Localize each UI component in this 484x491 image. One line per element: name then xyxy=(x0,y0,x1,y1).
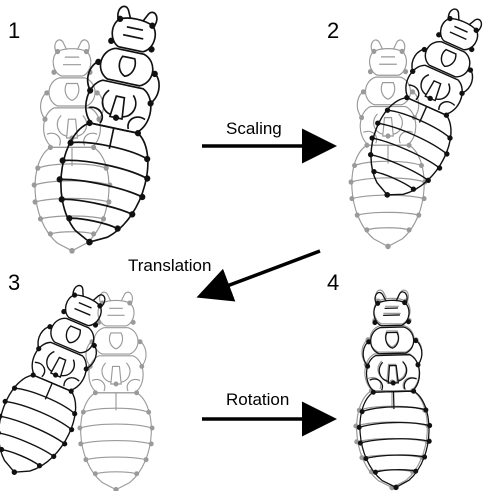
panel-number-1: 1 xyxy=(8,18,20,43)
reference-insect-outline xyxy=(32,40,112,253)
rotation-label: Rotation xyxy=(226,390,289,409)
reference-insect-outline xyxy=(78,292,154,491)
panel-1: 1 xyxy=(8,0,183,254)
translation-step: Translation xyxy=(128,251,320,295)
translation-label: Translation xyxy=(128,256,211,275)
rotation-step: Rotation xyxy=(202,390,330,419)
translation-arrow xyxy=(203,251,320,295)
panel-3: 3 xyxy=(0,270,154,491)
panel-number-2: 2 xyxy=(327,18,339,43)
panel-number-4: 4 xyxy=(327,270,339,295)
scaling-step: Scaling xyxy=(202,119,330,146)
panel-4: 4 xyxy=(327,270,433,490)
scaling-label: Scaling xyxy=(226,119,282,138)
panel-number-3: 3 xyxy=(8,270,20,295)
panel-2: 2 xyxy=(327,0,484,249)
